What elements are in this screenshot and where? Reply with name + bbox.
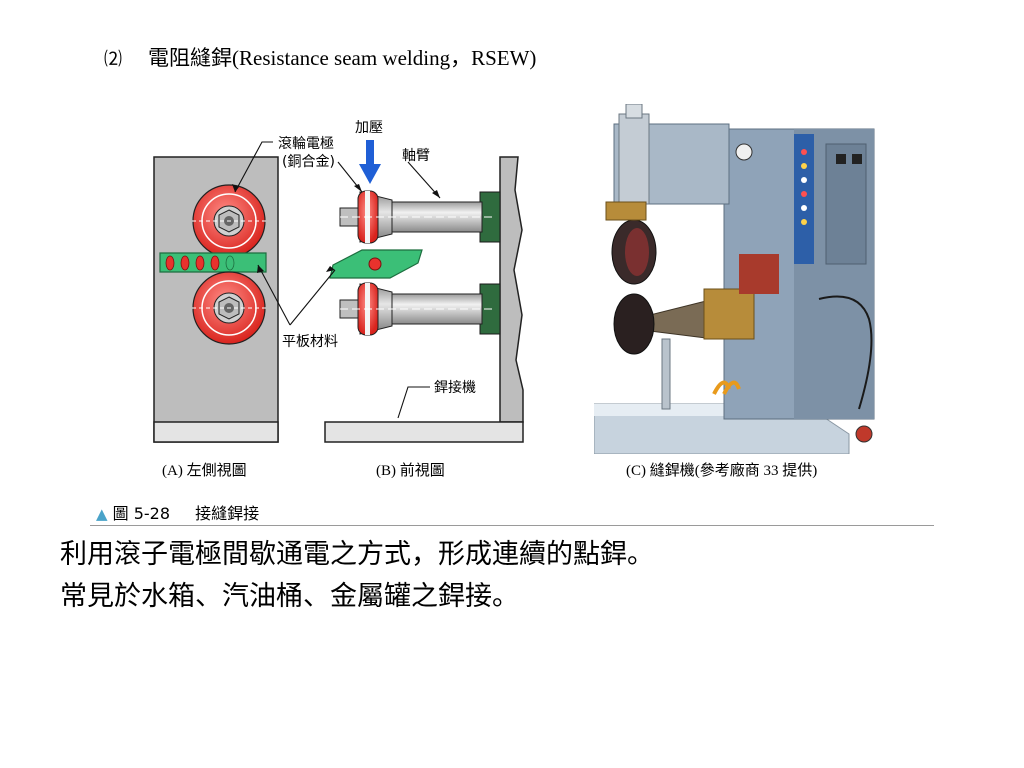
lower-roller-electrode-a [192, 271, 267, 345]
label-flat-material: 平板材料 [282, 334, 338, 350]
pressure-arrow-icon [359, 140, 381, 184]
slide-title: ⑵ 電阻縫銲(Resistance seam welding，RSEW) [104, 42, 536, 72]
caption-b: (B) 前視圖 [376, 463, 445, 479]
label-copper-alloy: (銅合金) [282, 154, 335, 170]
upper-shaft-arm [339, 190, 501, 244]
control-panel [794, 134, 814, 264]
triangle-marker-icon: ▲ [96, 505, 108, 523]
body-text-line-2: 常見於水箱、汽油桶、金屬罐之銲接。 [60, 581, 519, 612]
seam-welder-photo [594, 104, 882, 454]
upper-roller-electrode-a [192, 184, 267, 258]
side-view-a [153, 156, 279, 443]
title-cjk: 電阻縫銲 [148, 46, 232, 70]
figure-label: ▲ 圖 5-28 接縫銲接 [96, 500, 259, 524]
divider-line [90, 525, 934, 526]
caption-c: (C) 縫銲機(參考廠商 33 提供) [626, 463, 818, 479]
label-roller-electrode: 滾輪電極 [278, 135, 334, 152]
flat-plate-b [329, 249, 423, 279]
label-shaft-arm: 軸臂 [402, 148, 430, 164]
front-view-b [324, 140, 524, 443]
flat-plate-a [159, 252, 267, 273]
seam-welding-diagram: 滾輪電極 (銅合金) 加壓 軸臂 平板材料 銲接機 [153, 120, 524, 443]
caption-a: (A) 左側視圖 [162, 463, 247, 479]
leader-lines [234, 141, 441, 419]
section-number: ⑵ [104, 49, 122, 70]
figure-number: 圖 5-28 [112, 504, 171, 523]
body-text-line-1: 利用滾子電極間歇通電之方式，形成連續的點銲。 [60, 539, 654, 570]
welder-base [324, 421, 524, 443]
title-latin: (Resistance seam welding，RSEW) [232, 46, 537, 70]
label-welder: 銲接機 [434, 379, 476, 396]
lower-shaft-arm [339, 282, 501, 336]
side-view-base [153, 421, 279, 443]
label-pressure: 加壓 [355, 120, 383, 136]
welder-frame [499, 156, 524, 423]
figure-name: 接縫銲接 [195, 504, 260, 523]
